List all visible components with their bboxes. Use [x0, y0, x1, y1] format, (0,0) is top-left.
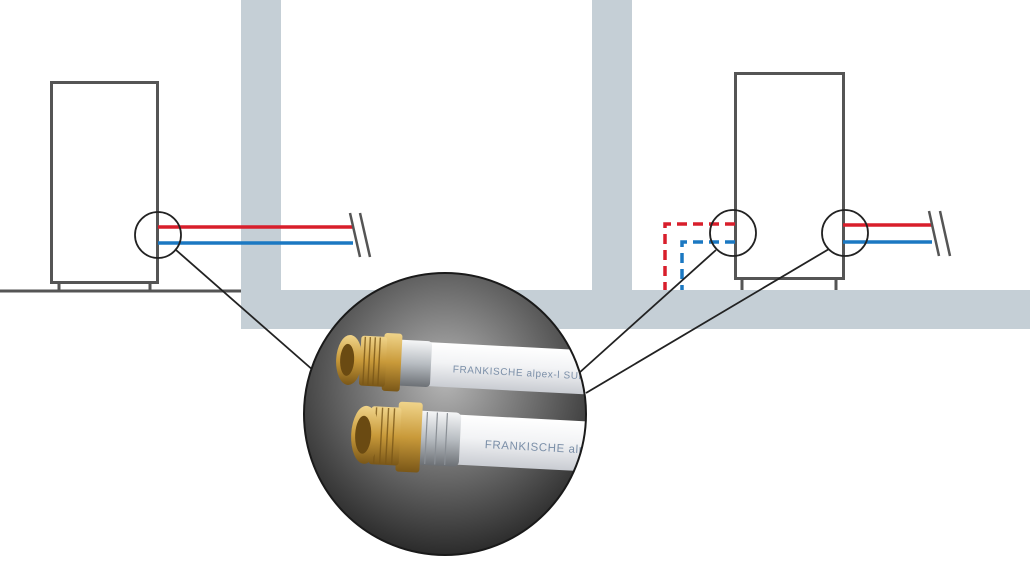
cold-water-pipe-concealed: [680, 240, 735, 290]
callout-line: [175, 249, 315, 372]
pipe-break-symbol-icon: [927, 210, 952, 257]
connection-highlight-circle: [709, 209, 757, 257]
callout-line: [578, 249, 717, 374]
connection-highlight-circle: [821, 209, 869, 257]
pipe-break-symbol-icon: [348, 212, 372, 258]
storage-tank-icon: [734, 72, 845, 290]
callout-line: [585, 248, 830, 394]
hot-water-pipe-concealed: [663, 222, 735, 290]
connection-highlight-circle: [134, 211, 182, 259]
pipe-fitting-lower: FRANKISCHE alpex-L: [351, 401, 586, 475]
storage-tank-icon: [50, 81, 159, 291]
wall-right: [592, 0, 1030, 329]
